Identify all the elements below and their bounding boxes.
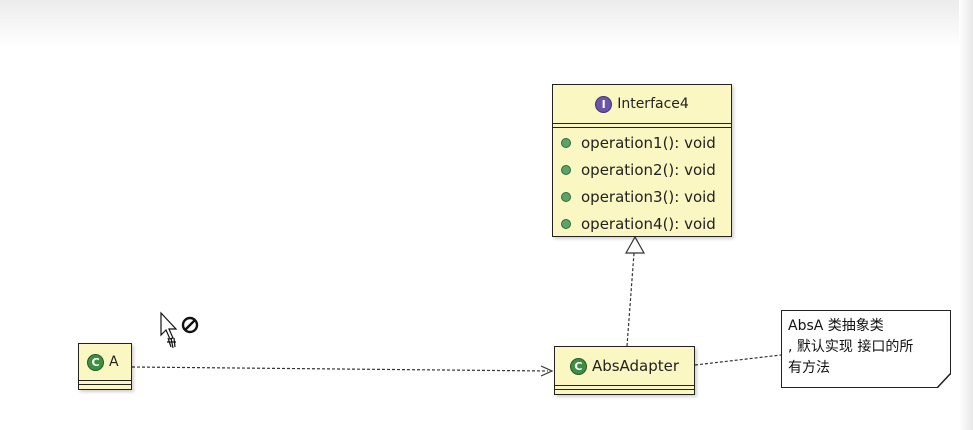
operations-divider	[555, 389, 694, 390]
class-absadapter-header: C AbsAdapter	[555, 347, 694, 385]
attributes-divider	[79, 380, 131, 381]
dependency-line	[131, 366, 549, 372]
operation-row[interactable]: operation1(): void	[553, 129, 731, 156]
interface-name: Interface4	[617, 96, 689, 112]
class-absadapter[interactable]: C AbsAdapter	[554, 346, 695, 395]
operations-divider	[553, 127, 731, 128]
public-method-icon	[561, 191, 571, 202]
drag-cursor	[160, 311, 199, 349]
operation-signature: operation2(): void	[581, 160, 716, 179]
note-anchor-line	[694, 354, 782, 366]
public-method-icon	[561, 137, 571, 148]
interface-interface4[interactable]: I Interface4 operation1(): void operatio…	[552, 84, 732, 237]
operation-row[interactable]: operation4(): void	[553, 210, 731, 237]
note-line: 有方法	[788, 360, 830, 376]
arrow-cursor-icon	[160, 311, 178, 349]
operation-signature: operation1(): void	[581, 133, 716, 152]
class-a[interactable]: C A	[78, 343, 132, 390]
note-line: AbsA 类抽象类	[788, 318, 884, 334]
interface-icon: I	[595, 95, 613, 113]
class-a-header: C A	[79, 344, 131, 380]
class-icon: C	[569, 357, 587, 375]
attributes-divider	[553, 123, 731, 124]
attributes-divider	[555, 385, 694, 386]
class-a-name: A	[109, 354, 119, 370]
class-icon: C	[87, 353, 104, 371]
operation-signature: operation3(): void	[581, 187, 716, 206]
note-box[interactable]: AbsA 类抽象类 , 默认实现 接口的所 有方法	[781, 310, 951, 388]
realization-arrowhead	[624, 235, 646, 254]
dependency-arrowhead	[540, 365, 554, 377]
note-fold-corner	[937, 373, 951, 388]
interface-header: I Interface4	[553, 85, 731, 123]
note-line: , 默认实现 接口的所	[788, 339, 914, 355]
operations-divider	[79, 384, 131, 385]
not-allowed-icon	[181, 316, 199, 334]
class-absadapter-name: AbsAdapter	[591, 357, 680, 375]
canvas-header-band	[0, 0, 973, 48]
operation-signature: operation4(): void	[581, 214, 716, 233]
operations-compartment: operation1(): void operation2(): void op…	[553, 128, 731, 237]
realization-line	[626, 252, 635, 347]
operation-row[interactable]: operation2(): void	[553, 156, 731, 183]
public-method-icon	[561, 218, 571, 229]
operation-row[interactable]: operation3(): void	[553, 183, 731, 210]
canvas-right-edge	[959, 0, 973, 430]
public-method-icon	[561, 164, 571, 175]
